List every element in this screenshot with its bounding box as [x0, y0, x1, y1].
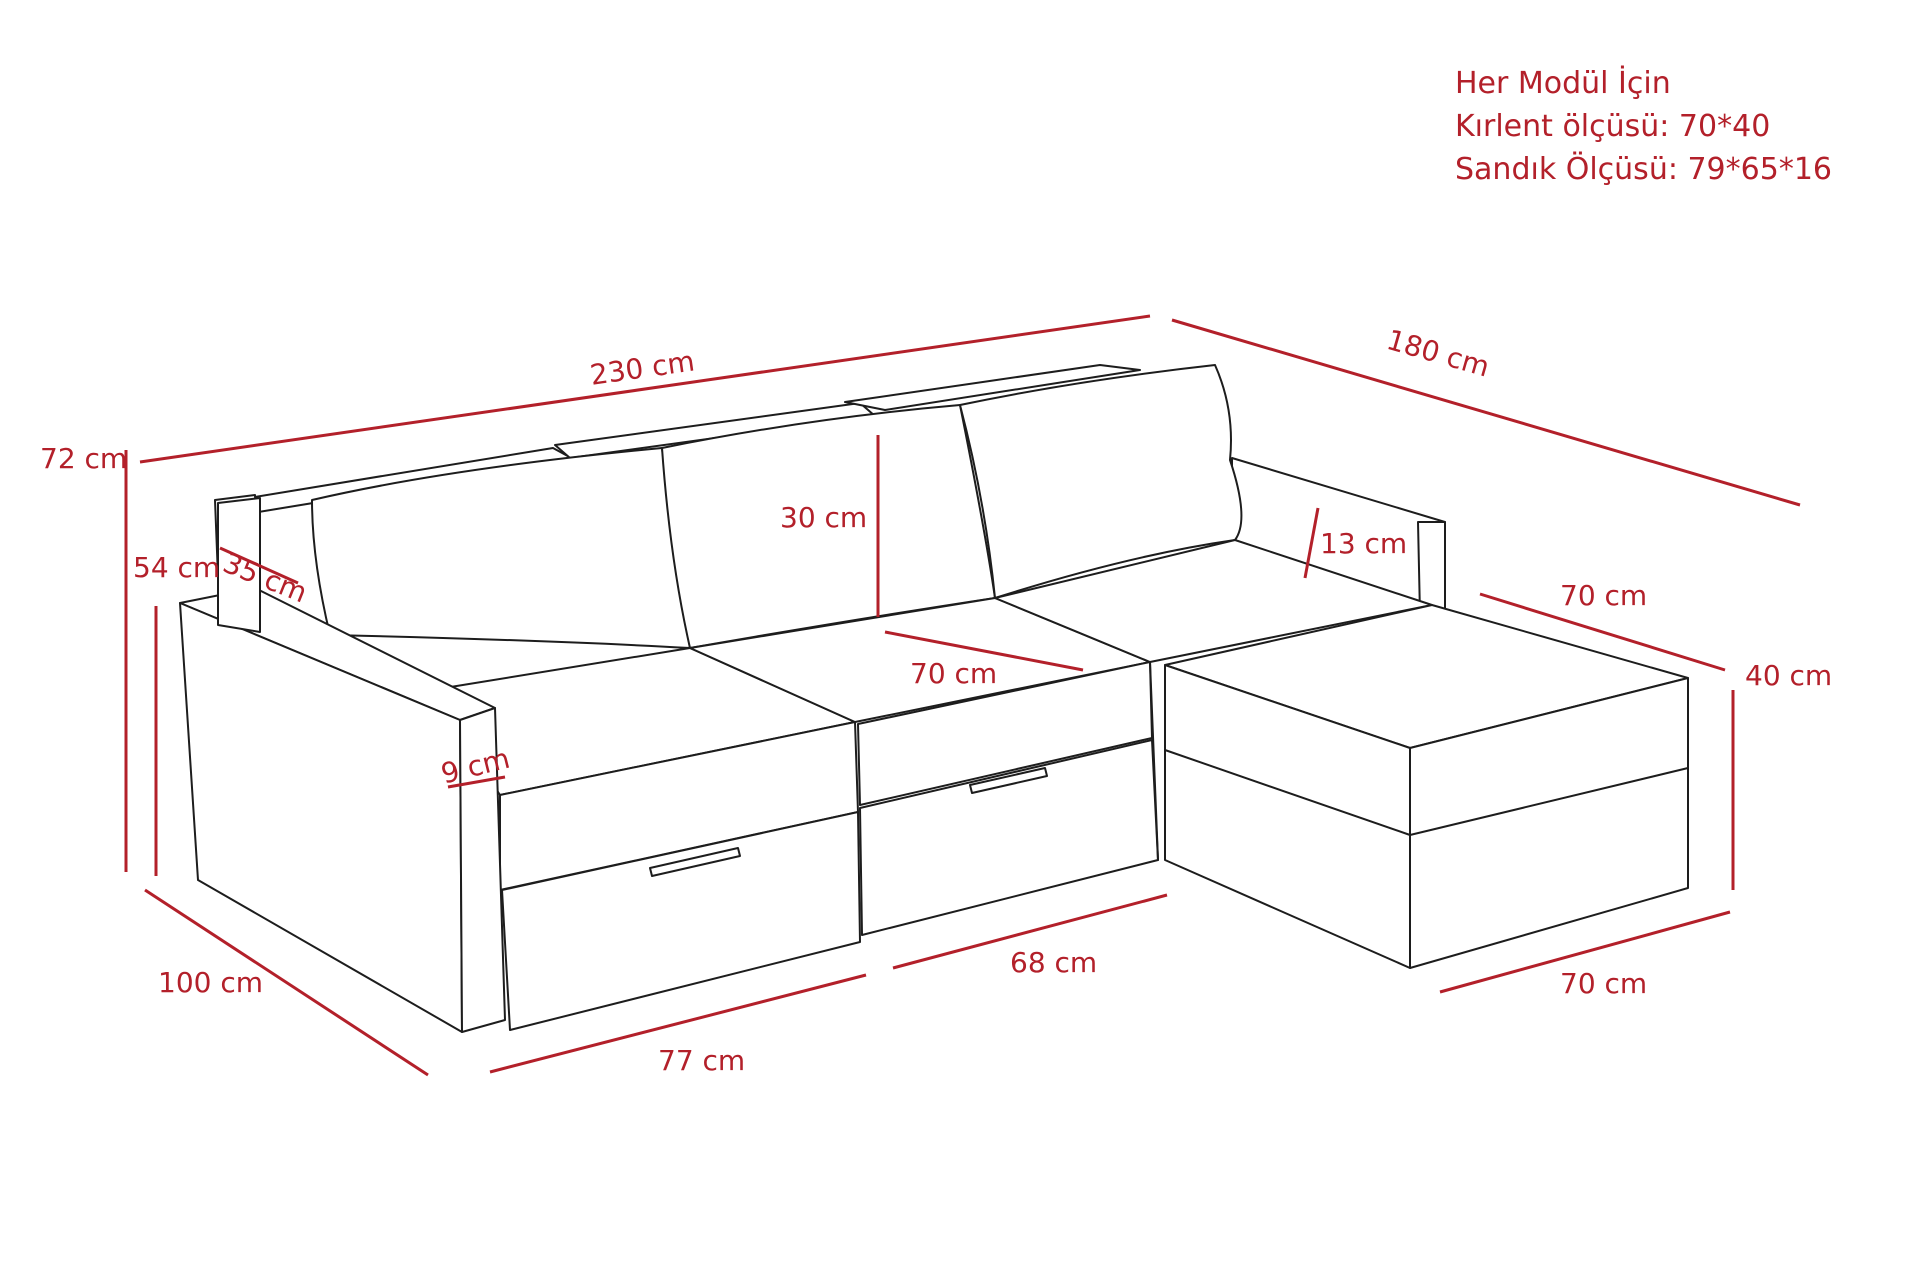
left-arm-back [217, 497, 261, 633]
label-module1-width: 77 cm [658, 1044, 745, 1077]
note-cushion-size: Kırlent ölçüsü: 70*40 [1455, 109, 1771, 144]
dim-line-depth [144, 888, 429, 1077]
dim-line-total-width [139, 314, 1151, 464]
note-storage-size: Sandık Ölçüsü: 79*65*16 [1455, 152, 1832, 187]
label-chaise-top-width: 70 cm [1560, 579, 1647, 612]
label-cushion-height: 30 cm [780, 501, 867, 534]
sofa-drawing [179, 364, 1689, 1033]
back-cushion-right [959, 364, 1243, 599]
label-arm-height: 54 cm [133, 551, 220, 584]
dim-line-module1 [489, 973, 867, 1074]
dim-line-arm-depth [219, 546, 299, 585]
drawer-left-handle [649, 847, 741, 877]
dimension-lines [124, 314, 1801, 1077]
label-cushion-width: 70 cm [910, 657, 997, 690]
dim-line-corner-arm [1303, 507, 1320, 579]
chaise-side [1164, 664, 1411, 969]
dim-line-cushion-width [884, 630, 1084, 672]
note-title: Her Modül İçin [1455, 66, 1671, 101]
label-total-height: 72 cm [40, 442, 127, 475]
dim-line-module2 [892, 893, 1168, 970]
dim-line-chaise-bottom [1439, 910, 1731, 994]
label-chaise-bottom-width: 70 cm [1560, 967, 1647, 1000]
dim-line-chaise-length [1171, 318, 1801, 507]
left-arm-inner [459, 707, 506, 1033]
drawer-left [501, 811, 861, 1031]
dim-line-chaise-top [1479, 592, 1726, 672]
chaise-lid-line-front [1409, 767, 1689, 836]
label-depth: 100 cm [158, 966, 263, 999]
label-module2-width: 68 cm [1010, 946, 1097, 979]
back-rail-right [844, 364, 1141, 411]
dim-line-arm-width [447, 775, 506, 789]
seat-front-middle [857, 661, 1153, 806]
drawer-middle-handle [969, 767, 1048, 794]
chaise-lid-line-side [1164, 749, 1411, 836]
label-chaise-height: 40 cm [1745, 659, 1832, 692]
label-corner-arm: 13 cm [1320, 527, 1407, 560]
label-chaise-length: 180 cm [1383, 323, 1493, 384]
corner-joint [1149, 661, 1159, 861]
module-info-note: Her Modül İçin Kırlent ölçüsü: 70*40 San… [1455, 62, 1832, 191]
